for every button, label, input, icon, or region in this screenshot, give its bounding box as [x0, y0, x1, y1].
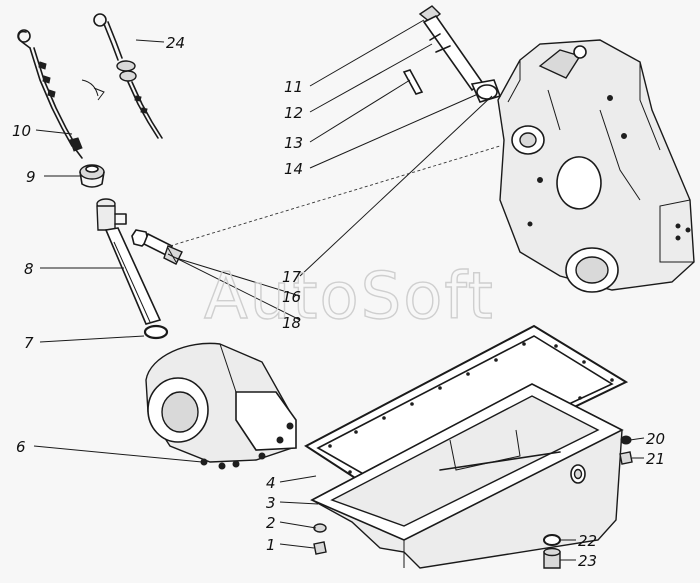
- dipstick-seal-part-9: [79, 164, 105, 188]
- callout-23: 23: [578, 552, 597, 570]
- bolt-part-21: [619, 451, 633, 465]
- watermark-text: AutoSoft: [204, 260, 495, 334]
- callout-3: 3: [266, 494, 276, 512]
- leader-10: [35, 129, 73, 135]
- callout-18: 18: [282, 314, 301, 332]
- fastener-part-1: [313, 541, 327, 555]
- leader-2: [279, 521, 317, 529]
- callout-17: 17: [282, 268, 302, 286]
- callout-labels: 10 9 8 7 6 24 11 12 13 14 17 16 18 4 3 2…: [12, 34, 665, 570]
- callout-4: 4: [266, 474, 276, 492]
- callout-20: 20: [646, 430, 665, 448]
- leader-13: [309, 79, 411, 143]
- callout-13: 13: [284, 134, 303, 152]
- leader-24: [135, 39, 165, 43]
- dipstick-guide-tube-part-8: [96, 198, 162, 325]
- callout-10: 10: [12, 122, 31, 140]
- bolt-assembly-parts-16-18: [131, 229, 183, 265]
- o-ring-part-7: [143, 324, 169, 340]
- callout-2: 2: [266, 514, 276, 532]
- callout-21: 21: [646, 450, 665, 468]
- leader-4: [279, 475, 317, 483]
- leader-14: [309, 93, 479, 169]
- callout-9: 9: [26, 168, 36, 186]
- leader-20: [629, 437, 645, 441]
- leader-7: [39, 335, 145, 343]
- callout-8: 8: [24, 260, 34, 278]
- drain-washer-part-22: [543, 534, 561, 546]
- callout-11: 11: [284, 78, 303, 96]
- oil-pan-part-3: [310, 383, 624, 569]
- front-cover-housing: [497, 39, 695, 293]
- leader-11: [309, 19, 425, 87]
- leader-16: [175, 257, 301, 297]
- leader-17: [299, 95, 493, 277]
- callout-14: 14: [284, 160, 303, 178]
- callout-1: 1: [266, 536, 276, 554]
- dashed-assembly-line: [169, 145, 501, 247]
- drain-plug-part-23: [543, 547, 561, 569]
- alternative-arrow: [81, 79, 105, 101]
- callout-12: 12: [284, 104, 303, 122]
- leader-lines: [33, 19, 645, 561]
- callout-24: 24: [166, 34, 185, 52]
- callout-6: 6: [16, 438, 26, 456]
- adapter-housing-part-6: [145, 342, 297, 470]
- callout-7: 7: [24, 334, 34, 352]
- leader-6: [33, 445, 203, 463]
- callout-16: 16: [282, 288, 301, 306]
- callout-22: 22: [578, 532, 597, 550]
- leader-12: [309, 43, 433, 113]
- dipstick-part-24: [93, 13, 163, 139]
- leader-1: [279, 543, 315, 549]
- washer-part-20: [620, 435, 632, 445]
- breather-tube-parts-11-14: [402, 5, 502, 103]
- leader-18: [167, 253, 301, 321]
- leader-3: [279, 501, 319, 505]
